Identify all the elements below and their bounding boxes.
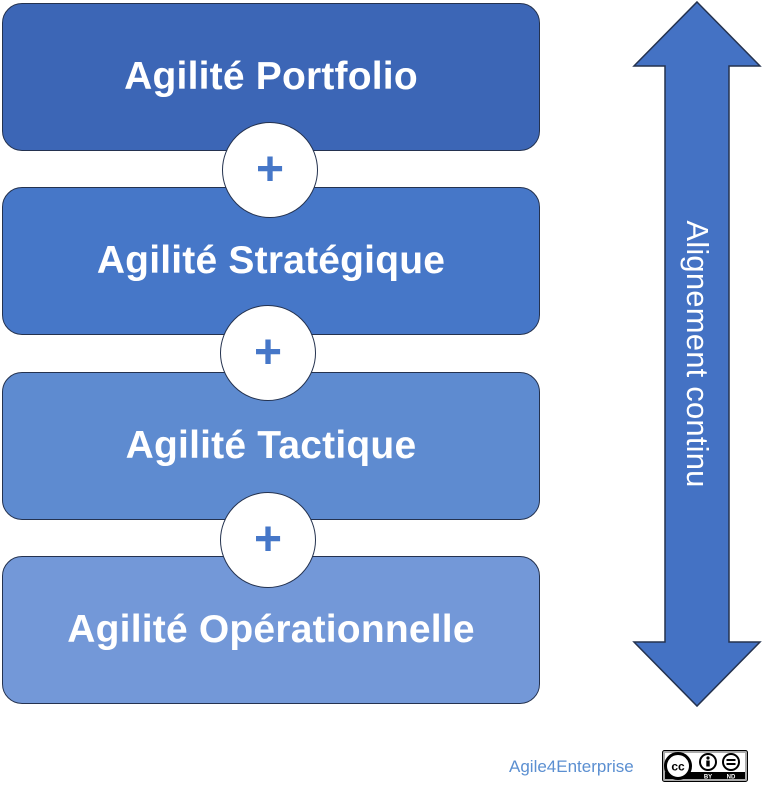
svg-text:cc: cc <box>671 760 685 774</box>
license-by-label: BY <box>704 775 712 781</box>
cc-by-nd-license-icon: cc BY ND <box>662 750 748 782</box>
plus-icon: + <box>255 143 285 196</box>
layer-operationnelle-label: Agilité Opérationnelle <box>67 608 475 651</box>
double-arrow-icon <box>632 0 762 708</box>
plus-icon: + <box>253 326 283 379</box>
layer-tactique-label: Agilité Tactique <box>125 424 417 467</box>
arrow-label: Alignement continu <box>680 220 715 488</box>
license-nd-label: ND <box>727 775 736 781</box>
plus-icon: + <box>253 513 283 566</box>
layer-portfolio-label: Agilité Portfolio <box>124 55 418 98</box>
plus-connector: + <box>220 492 316 588</box>
layer-strategique-label: Agilité Stratégique <box>96 239 446 282</box>
plus-connector: + <box>222 122 318 218</box>
plus-connector: + <box>220 305 316 401</box>
credit-text: Agile4Enterprise <box>509 757 634 776</box>
